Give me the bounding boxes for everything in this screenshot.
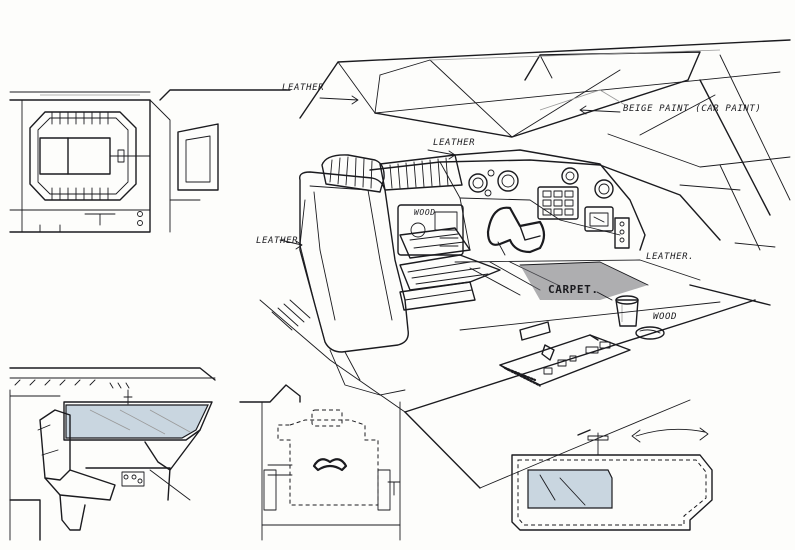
carpet-label: CARPET. bbox=[548, 283, 599, 296]
side-elevation-drawing bbox=[9, 367, 216, 541]
door-panel-drawing bbox=[511, 427, 713, 531]
leather-floor-label: LEATHER. bbox=[646, 252, 695, 262]
beige-paint-label: BEIGE PAINT (CAR PAINT) bbox=[623, 104, 762, 114]
perspective-interior-drawing bbox=[259, 39, 791, 489]
leather-seat-label: LEATHER bbox=[256, 236, 299, 246]
plan-view-drawing bbox=[9, 89, 291, 233]
leather-console-label: LEATHER bbox=[433, 138, 476, 148]
wood-floor-label: WOOD bbox=[653, 312, 678, 322]
wood-dash-label: WOOD bbox=[414, 208, 436, 217]
leather-roof-label: LEATHER bbox=[282, 83, 325, 93]
front-elevation-drawing bbox=[239, 384, 401, 541]
